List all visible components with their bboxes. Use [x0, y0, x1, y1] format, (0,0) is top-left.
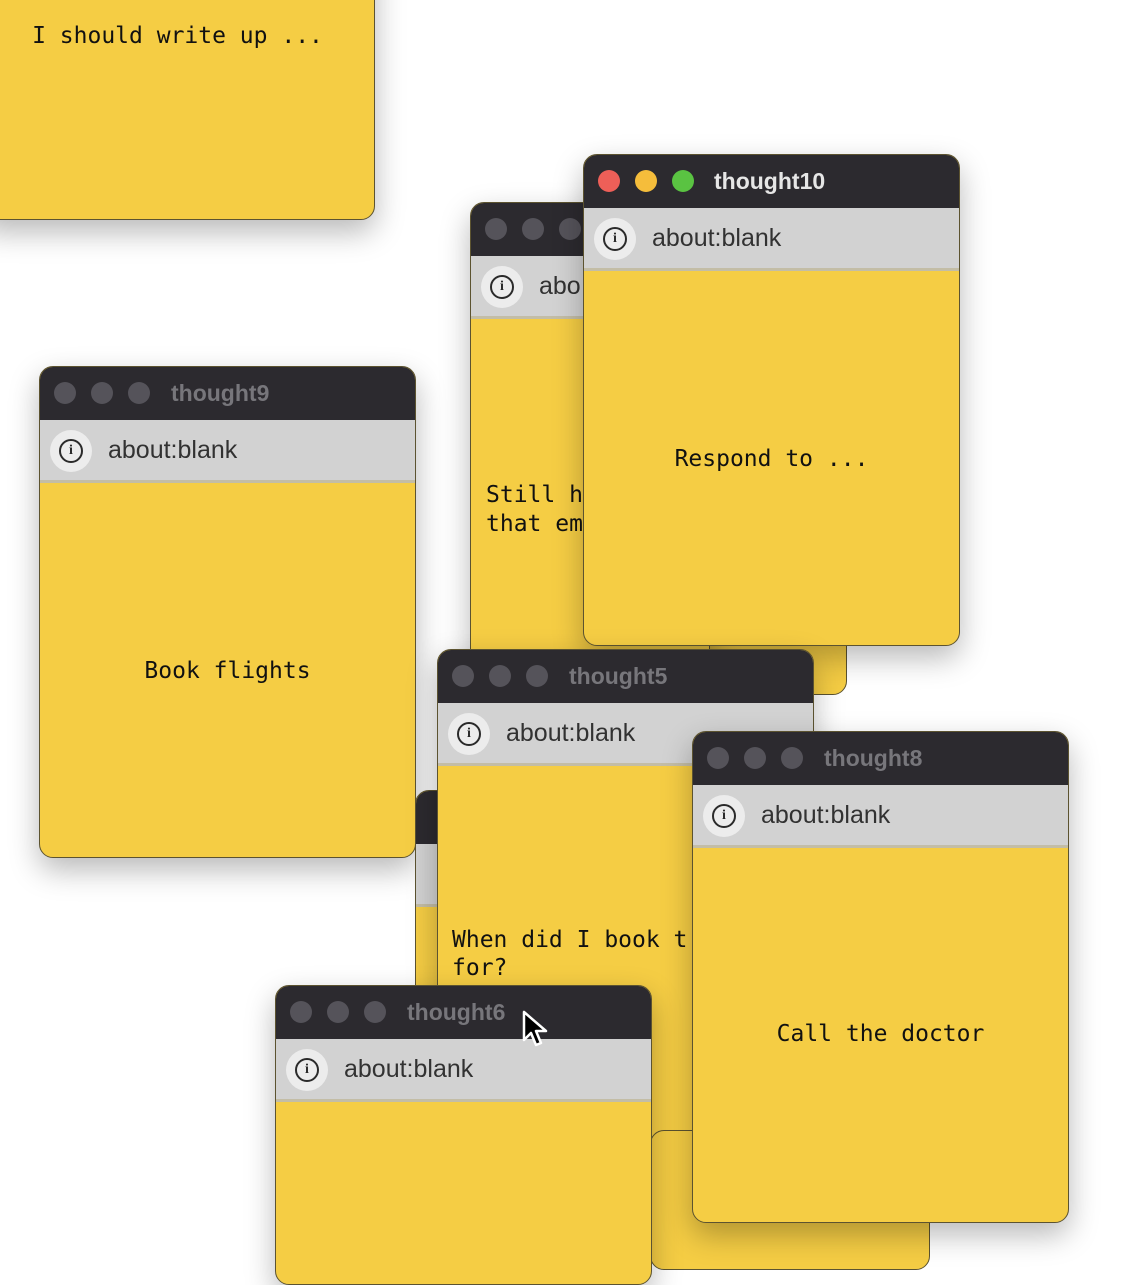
traffic-lights	[707, 747, 803, 769]
close-button-icon[interactable]	[290, 1001, 312, 1023]
info-icon: i	[457, 722, 481, 746]
window-title: thought10	[714, 168, 826, 194]
close-button-icon[interactable]	[54, 382, 76, 404]
titlebar[interactable]: thought5	[438, 650, 813, 703]
url-text: about:blank	[761, 801, 891, 829]
address-bar[interactable]: i about:blank	[584, 208, 959, 271]
info-icon: i	[712, 804, 736, 828]
info-icon: i	[603, 227, 627, 251]
url-text: about:blank	[652, 224, 782, 252]
info-icon-button[interactable]: i	[703, 795, 745, 837]
minimize-button-icon[interactable]	[327, 1001, 349, 1023]
note-window-thought8[interactable]: thought8 i about:blank Call the doctor	[692, 731, 1069, 1223]
traffic-lights	[598, 170, 694, 192]
address-bar[interactable]: i about:blank	[276, 1039, 651, 1102]
zoom-button-icon[interactable]	[559, 218, 581, 240]
note-window-thought6[interactable]: thought6 i about:blank	[275, 985, 652, 1285]
note-text	[276, 1102, 651, 1284]
window-title: thought8	[824, 745, 923, 771]
info-icon-button[interactable]: i	[286, 1049, 328, 1091]
info-icon-button[interactable]: i	[594, 218, 636, 260]
close-button-icon[interactable]	[598, 170, 620, 192]
url-text: about:blank	[506, 719, 636, 747]
note-window-thought9[interactable]: thought9 i about:blank Book flights	[39, 366, 416, 858]
zoom-button-icon[interactable]	[526, 665, 548, 687]
close-button-icon[interactable]	[707, 747, 729, 769]
url-text: about:blank	[344, 1055, 474, 1083]
zoom-button-icon[interactable]	[128, 382, 150, 404]
zoom-button-icon[interactable]	[781, 747, 803, 769]
info-icon-button[interactable]: i	[448, 713, 490, 755]
address-bar[interactable]: i about:blank	[40, 420, 415, 483]
info-icon-button[interactable]: i	[481, 266, 523, 308]
titlebar[interactable]: thought8	[693, 732, 1068, 785]
traffic-lights	[54, 382, 150, 404]
titlebar[interactable]: thought6	[276, 986, 651, 1039]
url-text: abo	[539, 272, 581, 300]
address-bar[interactable]: i about:blank	[693, 785, 1068, 848]
traffic-lights	[485, 218, 581, 240]
info-icon: i	[59, 439, 83, 463]
note-window-thought10[interactable]: thought10 i about:blank Respond to ...	[583, 154, 960, 646]
traffic-lights	[290, 1001, 386, 1023]
note-text: Still h that em	[486, 482, 583, 537]
note-text: When did I book t for?	[452, 927, 688, 981]
note-text: Respond to ...	[674, 446, 869, 472]
note-window-top-left[interactable]: I should write up ...	[0, 0, 375, 220]
close-button-icon[interactable]	[452, 665, 474, 687]
titlebar[interactable]: thought9	[40, 367, 415, 420]
minimize-button-icon[interactable]	[91, 382, 113, 404]
zoom-button-icon[interactable]	[364, 1001, 386, 1023]
info-icon-button[interactable]: i	[50, 430, 92, 472]
titlebar[interactable]: thought10	[584, 155, 959, 208]
minimize-button-icon[interactable]	[635, 170, 657, 192]
minimize-button-icon[interactable]	[522, 218, 544, 240]
traffic-lights	[452, 665, 548, 687]
window-title: thought9	[171, 380, 270, 406]
note-text: Call the doctor	[776, 1021, 985, 1047]
close-button-icon[interactable]	[485, 218, 507, 240]
minimize-button-icon[interactable]	[489, 665, 511, 687]
window-title: thought5	[569, 663, 668, 689]
info-icon: i	[490, 275, 514, 299]
info-icon: i	[295, 1058, 319, 1082]
minimize-button-icon[interactable]	[744, 747, 766, 769]
window-title: thought6	[407, 999, 506, 1025]
url-text: about:blank	[108, 436, 238, 464]
note-text: I should write up ...	[32, 23, 323, 49]
zoom-button-icon[interactable]	[672, 170, 694, 192]
note-text: Book flights	[144, 658, 311, 684]
mouse-cursor-icon	[522, 1010, 548, 1047]
